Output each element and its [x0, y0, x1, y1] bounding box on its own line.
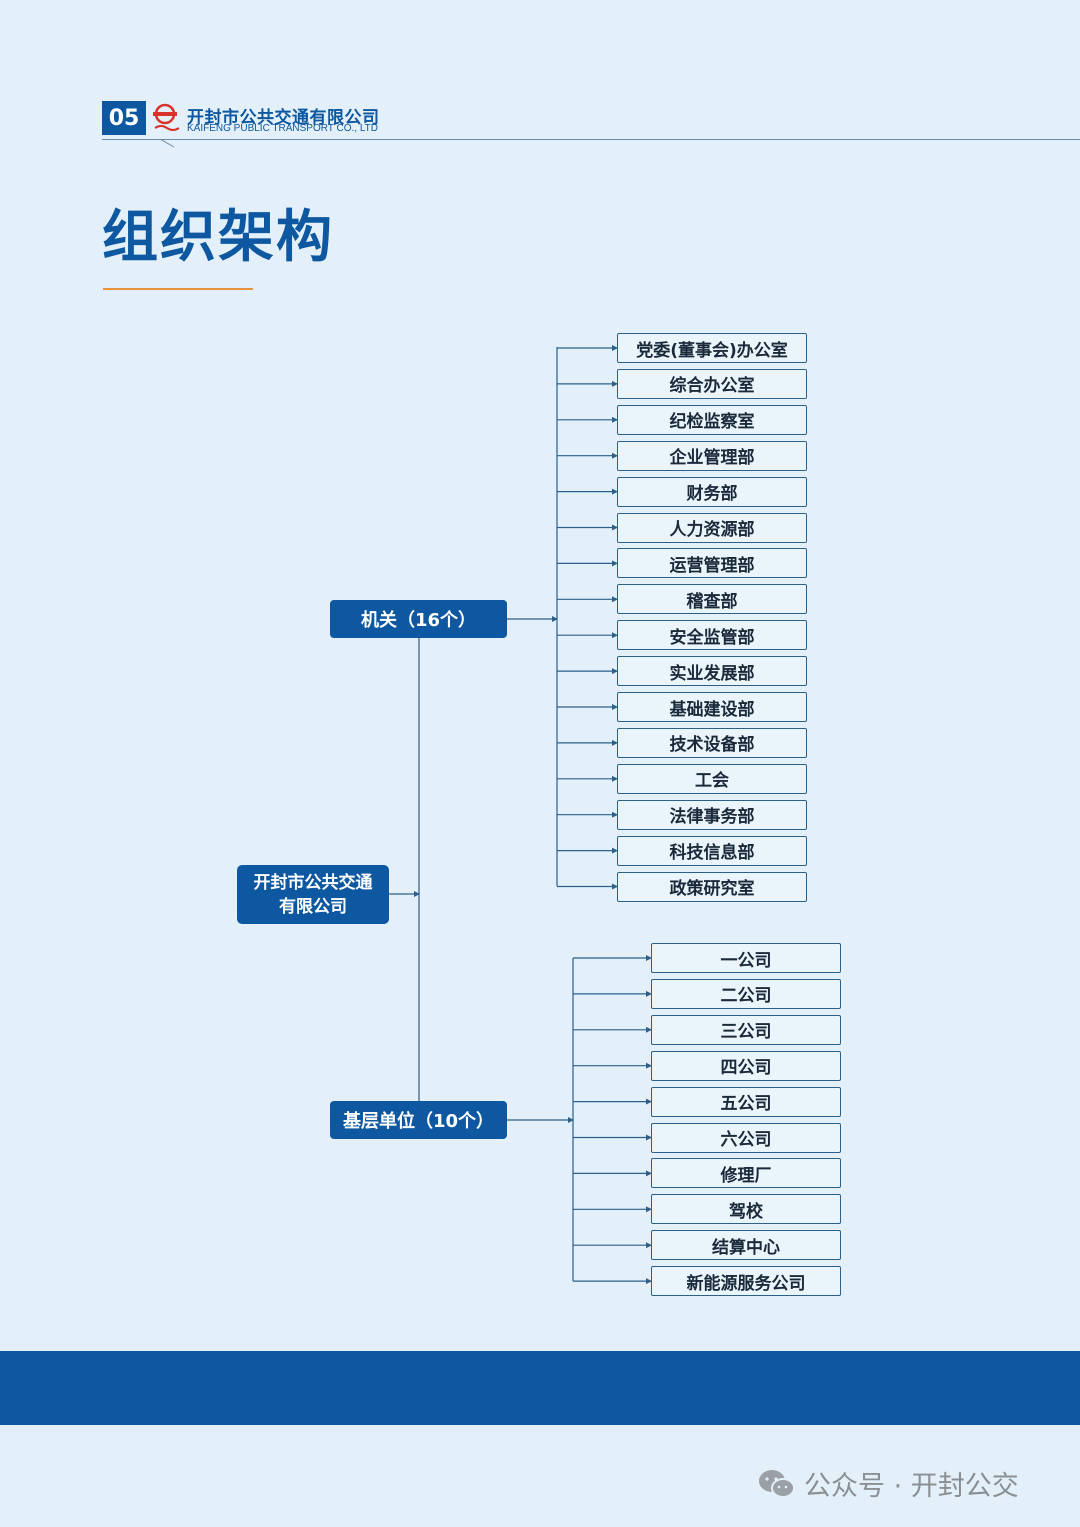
- company-name-cn: 开封市公共交通有限公司: [187, 108, 380, 128]
- watermark-text: 公众号 · 开封公交: [804, 1471, 1019, 1502]
- department-box: 基础建设部: [617, 692, 807, 722]
- root-label-line2: 有限公司: [279, 896, 347, 917]
- header-divider: [102, 139, 1080, 140]
- department-box: 党委(董事会)办公室: [617, 333, 807, 363]
- wechat-icon: [759, 1469, 795, 1498]
- unit-box: 五公司: [651, 1086, 841, 1117]
- unit-box: 结算中心: [651, 1230, 841, 1261]
- unit-box: 一公司: [651, 943, 841, 973]
- company-name-en: KAIFENG PUBLIC TRANSPORT CO., LTD: [187, 123, 378, 134]
- unit-box: 新能源服务公司: [651, 1266, 841, 1297]
- jiceng-node: 基层单位（10个）: [330, 1101, 507, 1139]
- department-box: 科技信息部: [617, 835, 807, 866]
- page-title: 组织架构: [102, 204, 334, 270]
- department-box: 技术设备部: [617, 727, 807, 758]
- department-box: 综合办公室: [617, 368, 807, 399]
- department-box: 财务部: [617, 476, 807, 507]
- unit-box: 六公司: [651, 1122, 841, 1153]
- department-box: 工会: [617, 763, 807, 794]
- title-underline: [103, 288, 253, 290]
- header-divider-tick: [160, 139, 175, 148]
- page-number-badge: 05: [102, 101, 146, 135]
- department-box: 运营管理部: [617, 548, 807, 579]
- footer-band: [0, 1351, 1080, 1425]
- department-box: 纪检监察室: [617, 404, 807, 435]
- department-box: 实业发展部: [617, 656, 807, 687]
- unit-box: 驾校: [651, 1194, 841, 1225]
- unit-box: 二公司: [651, 978, 841, 1009]
- root-label-line1: 开封市公共交通: [253, 872, 373, 893]
- department-box: 安全监管部: [617, 620, 807, 651]
- department-box: 政策研究室: [617, 871, 807, 902]
- company-root-node: 开封市公共交通 有限公司: [237, 865, 389, 924]
- unit-box: 修理厂: [651, 1158, 841, 1189]
- department-box: 企业管理部: [617, 440, 807, 471]
- department-box: 法律事务部: [617, 799, 807, 830]
- watermark: 公众号 · 开封公交: [758, 1464, 1019, 1503]
- unit-box: 三公司: [651, 1014, 841, 1045]
- unit-box: 四公司: [651, 1050, 841, 1081]
- company-logo-icon: [153, 103, 180, 131]
- department-box: 稽查部: [617, 584, 807, 615]
- jiguan-node: 机关（16个）: [330, 600, 507, 638]
- department-box: 人力资源部: [617, 512, 807, 543]
